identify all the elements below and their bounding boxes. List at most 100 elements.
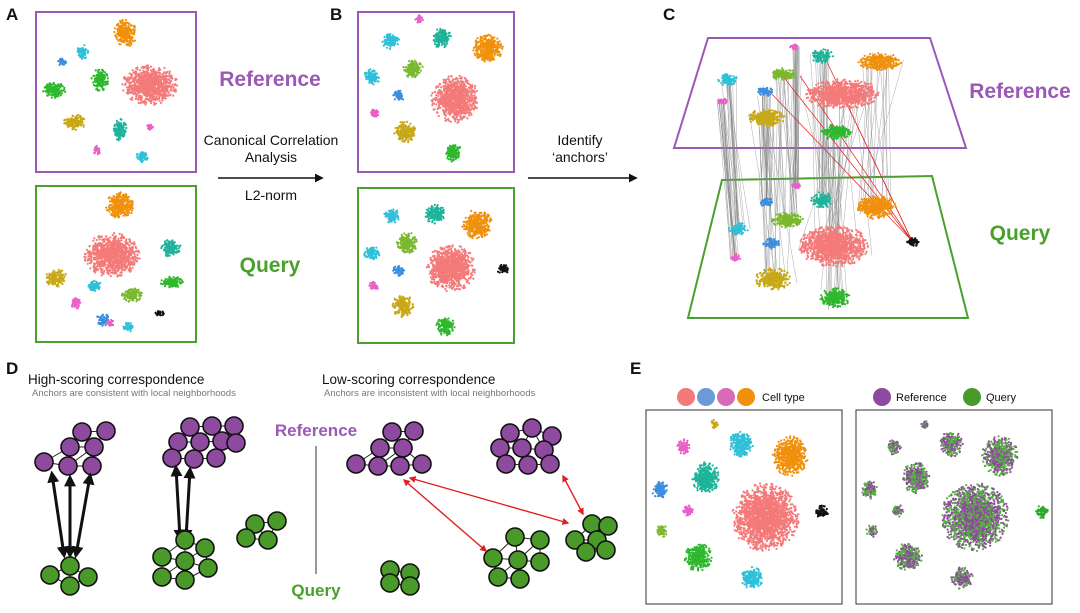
anchor-line — [869, 61, 889, 208]
panel-label-a: A — [6, 5, 18, 24]
panel-b-query-cluster — [435, 317, 456, 337]
graph-node — [596, 540, 616, 560]
panel-a-ref-cluster — [93, 144, 101, 156]
graph-node — [382, 422, 402, 442]
anchor-line — [859, 59, 904, 215]
panel-e-celltype-cluster — [815, 504, 829, 518]
panel-e-dataset-cluster — [893, 542, 924, 571]
panel-c-query-cluster — [762, 237, 781, 250]
graph-node — [258, 530, 278, 550]
panel-e-celltype-cluster — [683, 543, 713, 572]
panel-c-ref-cluster — [805, 78, 880, 110]
anchor-line — [728, 74, 746, 230]
panel-c-query-cluster — [730, 253, 742, 262]
anchor-line — [795, 46, 800, 188]
graph-node — [162, 448, 182, 468]
graph-node — [180, 417, 200, 437]
anchor-line — [793, 47, 799, 186]
panel-c-query-cluster — [819, 287, 851, 309]
anchor-arrow — [47, 470, 69, 559]
anchor-line — [774, 116, 778, 279]
panel-b-query-cluster — [392, 265, 406, 277]
panel-c-ref-cluster — [857, 52, 903, 72]
legend-reference-label: Reference — [896, 392, 947, 404]
legend-dot-orange — [737, 388, 755, 406]
panel-e-dataset-cluster — [941, 482, 1010, 553]
panel-e-dataset-cluster — [939, 431, 964, 458]
panel-b-ref-cluster — [445, 144, 462, 163]
panel-e-dataset-cluster — [920, 420, 929, 430]
anchor-line — [720, 100, 735, 258]
graph-node — [195, 538, 215, 558]
panel-a-ref-cluster — [63, 113, 86, 131]
anchor-line — [749, 115, 777, 282]
panel-b-ref-cluster — [393, 120, 417, 144]
panel-a-query-cluster — [105, 191, 134, 219]
panel-b-query-cluster — [391, 295, 415, 318]
panel-c-query-cluster — [906, 237, 920, 247]
graph-node — [58, 456, 78, 476]
anchor-line — [773, 114, 777, 289]
panel-a-query-cluster — [96, 313, 110, 327]
panel-label-c: C — [663, 5, 675, 24]
panel-e-celltype-cluster — [731, 482, 800, 552]
panel-a-ref-cluster — [57, 57, 67, 67]
panel-c-query-cluster — [755, 267, 791, 291]
panel-b-query-cluster — [424, 203, 445, 225]
panel-a-query-cluster — [159, 275, 184, 289]
anchor-line — [822, 53, 826, 199]
anchor-line — [830, 132, 835, 297]
anchor-arrow — [71, 472, 95, 559]
high-ref-graph-2 — [162, 416, 246, 469]
high-query-graph-1 — [40, 556, 98, 596]
panel-c-ref-cluster — [772, 67, 797, 81]
anchor-line — [775, 70, 785, 215]
panel-a-query-cluster — [83, 232, 141, 278]
graph-node — [175, 570, 195, 590]
graph-node — [370, 438, 390, 458]
panel-e-dataset-cluster — [981, 435, 1019, 477]
arrow2-text-2: ‘anchors’ — [552, 149, 608, 165]
panel-a-query-cluster — [122, 321, 134, 333]
graph-node — [346, 454, 366, 474]
panel-b-ref-cluster — [370, 108, 380, 118]
panel-a-query-box — [35, 185, 197, 343]
graph-node — [245, 514, 265, 534]
anchor-line — [819, 57, 822, 204]
graph-node — [400, 576, 420, 596]
graph-node — [500, 423, 520, 443]
panel-c-query-cluster — [857, 194, 897, 220]
graph-node — [393, 438, 413, 458]
low-scoring-title: Low-scoring correspondence — [322, 372, 495, 387]
graph-node — [152, 567, 172, 587]
panel-e-dataset-cluster — [891, 504, 905, 518]
anchor-line — [732, 83, 738, 229]
graph-node — [202, 416, 222, 436]
panel-e-dataset-cluster — [865, 524, 879, 538]
panel-a-query-cluster — [154, 310, 165, 317]
graph-node — [206, 448, 226, 468]
graph-node — [522, 418, 542, 438]
anchor-line — [716, 99, 736, 262]
anchor-line — [832, 138, 839, 294]
panel-e-legend-celltype: Cell type — [677, 388, 805, 406]
graph-node — [198, 558, 218, 578]
panel-a-query-cluster — [70, 296, 82, 310]
panel-c-ref-cluster — [757, 86, 774, 97]
graph-node — [540, 454, 560, 474]
panel-a-ref-cluster — [121, 64, 179, 106]
low-ref-graph-2 — [490, 418, 562, 475]
legend-celltype-label: Cell type — [762, 392, 805, 404]
graph-node — [78, 567, 98, 587]
panel-e-celltype-clusters — [651, 418, 829, 589]
anchor-line — [815, 50, 821, 200]
low-scoring-subtitle: Anchors are inconsistent with local neig… — [324, 388, 535, 399]
panel-e-celltype-cluster — [676, 438, 691, 455]
high-scoring-title: High-scoring correspondence — [28, 372, 204, 387]
panel-c-ref-cluster — [717, 97, 728, 105]
anchor-line — [783, 72, 793, 221]
anchor-arrow — [170, 464, 186, 542]
graph-node — [390, 456, 410, 476]
panel-c-query-label: Query — [990, 222, 1051, 245]
panel-e-celltype-cluster — [710, 418, 719, 430]
